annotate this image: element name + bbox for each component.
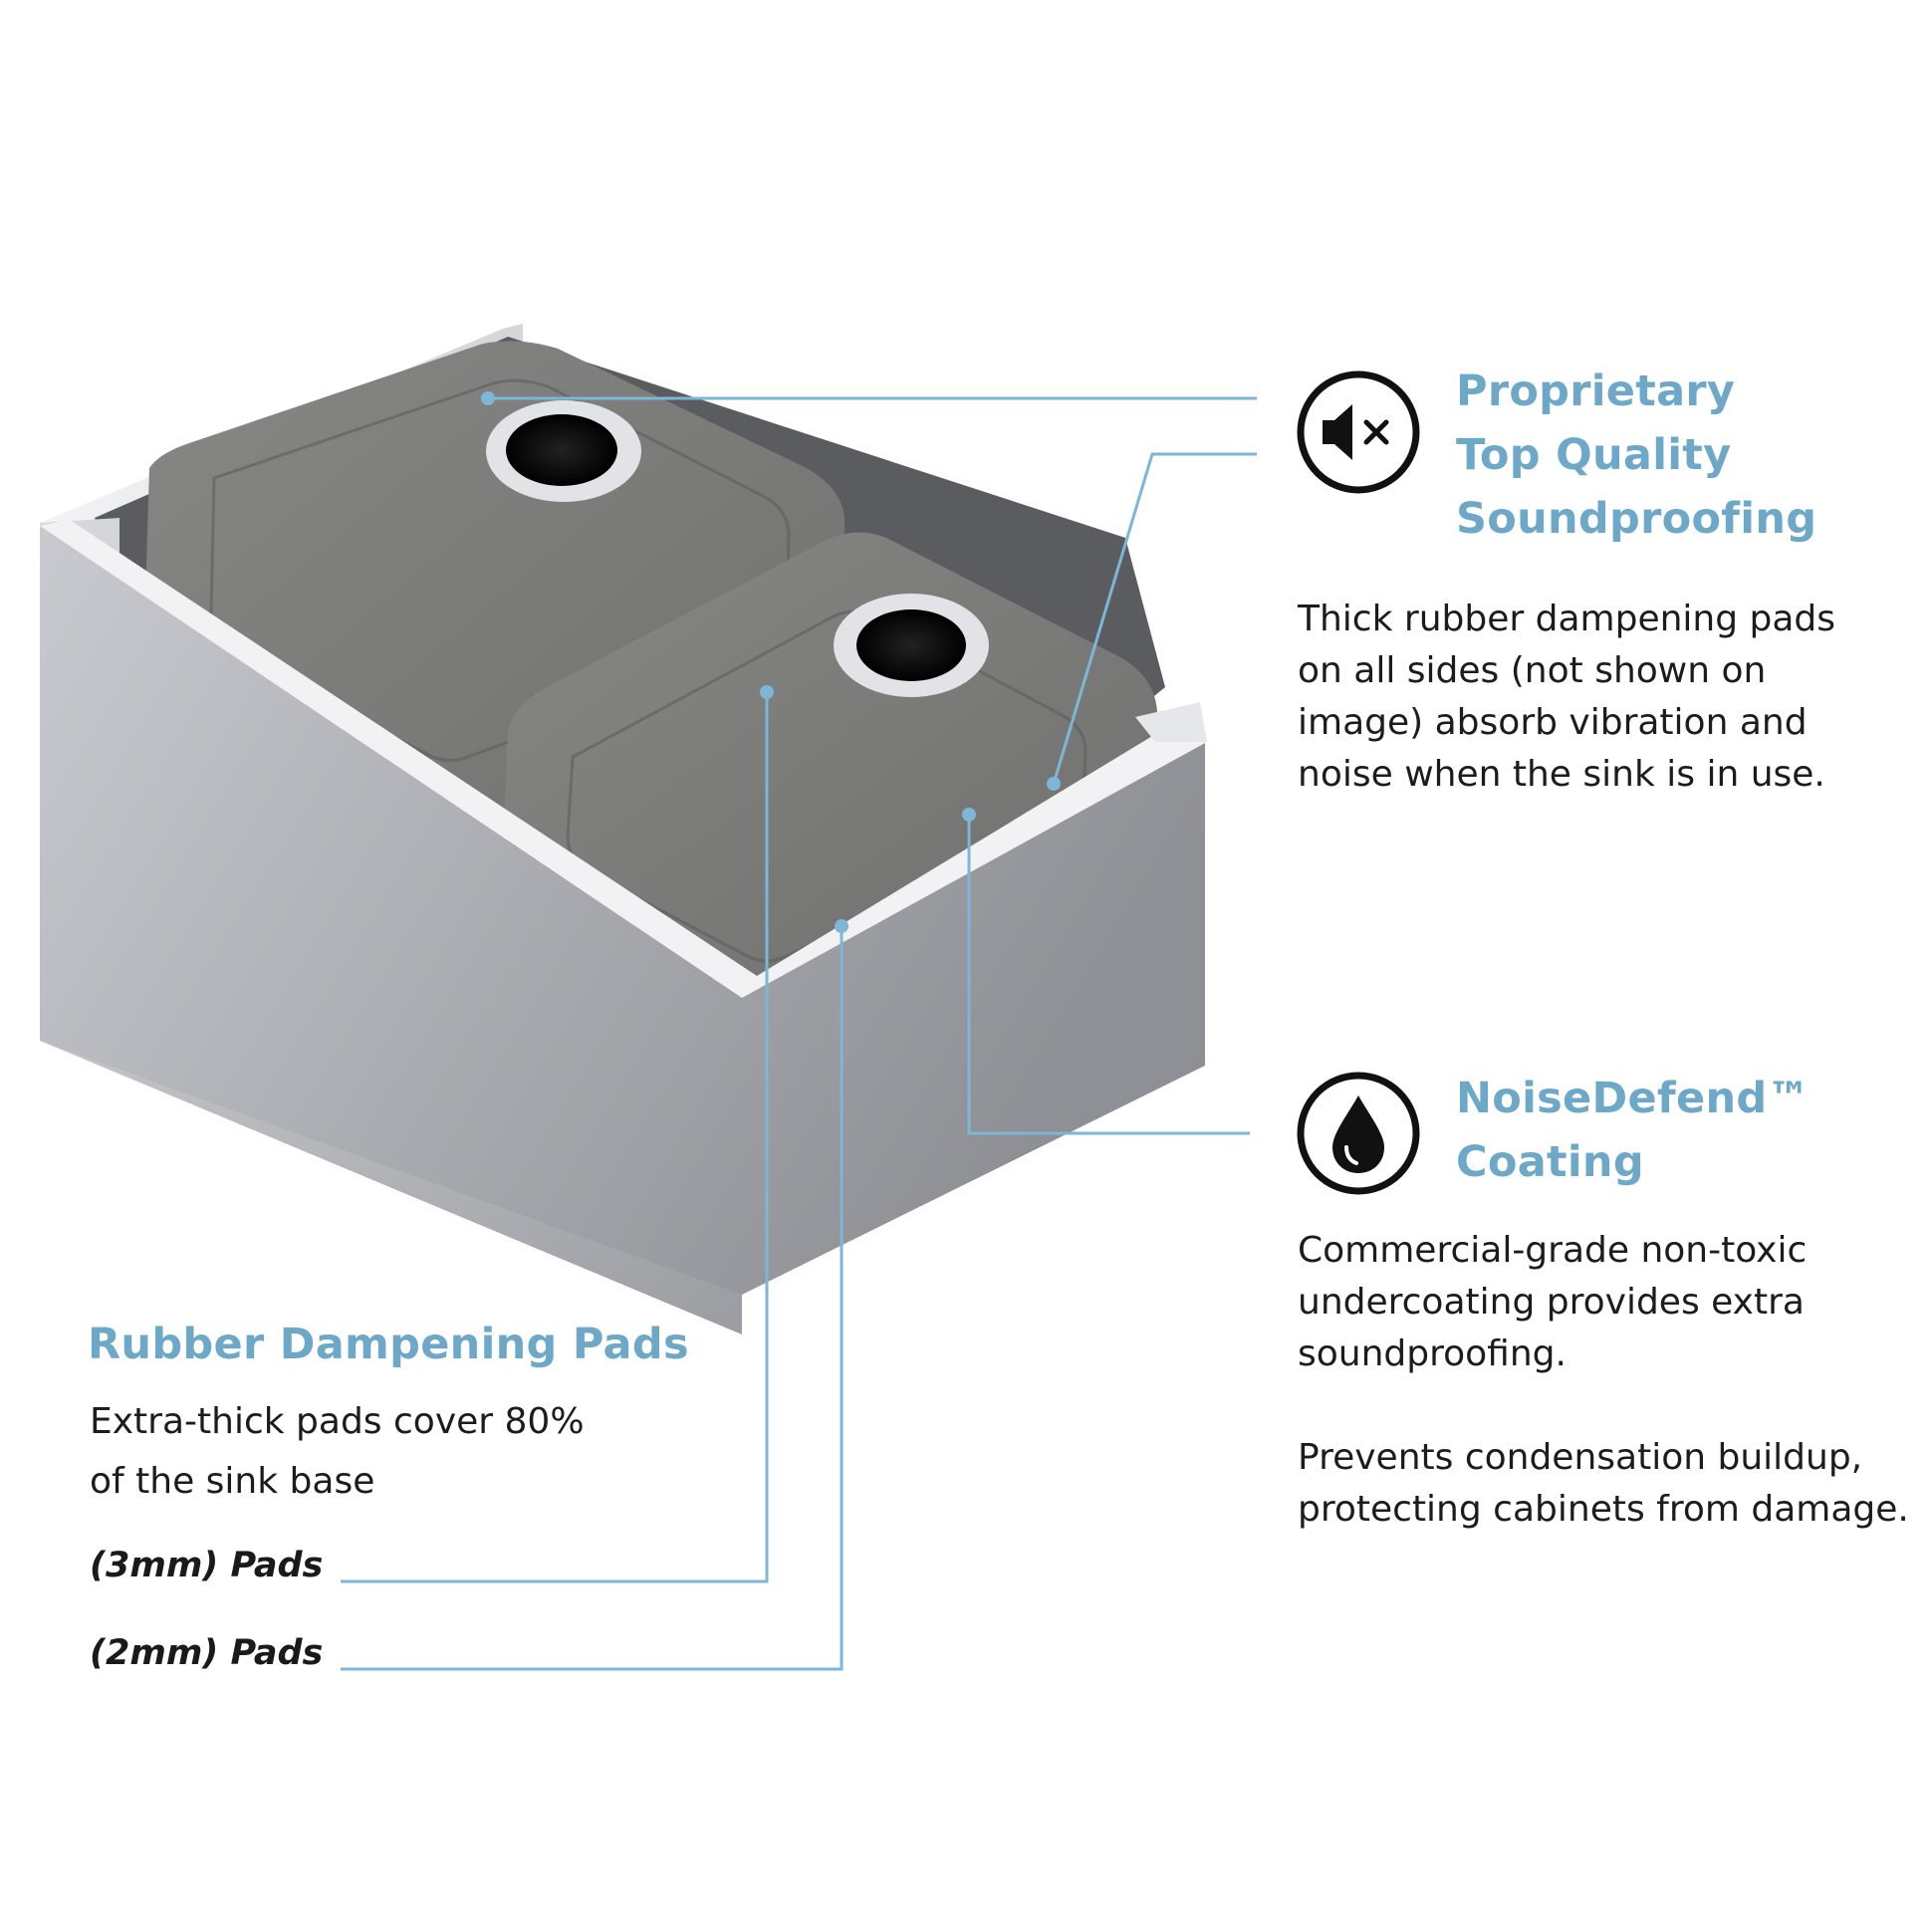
coating-condensation-note: Prevents condensation buildup, protectin… <box>1298 1432 1909 1536</box>
leader-2mm-pads-dot <box>835 919 848 933</box>
leader-coating <box>967 815 1250 1135</box>
coating-note-line: Prevents condensation buildup, <box>1298 1437 1863 1478</box>
soundproofing-desc-line: noise when the sink is in use. <box>1298 754 1825 795</box>
soundproofing-desc-line: on all sides (not shown on <box>1298 650 1767 691</box>
pads-desc-line: of the sink base <box>90 1461 375 1502</box>
mute-speaker-icon <box>1297 370 1420 494</box>
soundproofing-desc-line: Thick rubber dampening pads <box>1298 599 1836 639</box>
water-drop-icon <box>1297 1072 1420 1195</box>
soundproofing-title-line: Soundproofing <box>1456 494 1817 544</box>
callout-leader-lines <box>341 391 1257 1671</box>
leader-3mm-pads <box>341 692 769 1583</box>
coating-description: Commercial-grade non-toxic undercoating … <box>1298 1225 1807 1380</box>
coating-title-line: NoiseDefend™ <box>1456 1074 1811 1123</box>
sink-front-rim <box>40 520 1207 998</box>
leader-2mm-pads <box>341 926 844 1671</box>
leader-side-pad <box>1052 452 1257 785</box>
sink-right-rim <box>1135 702 1207 742</box>
pads-description: Extra-thick pads cover 80% of the sink b… <box>90 1392 585 1512</box>
pads-title: Rubber Dampening Pads <box>88 1320 689 1369</box>
soundproofing-description: Thick rubber dampening pads on all sides… <box>1298 594 1835 801</box>
leader-pad-top-dot <box>481 391 495 405</box>
coating-title-line: Coating <box>1456 1137 1644 1187</box>
coating-title: NoiseDefend™ Coating <box>1456 1067 1811 1194</box>
soundproofing-title: Proprietary Top Quality Soundproofing <box>1456 360 1816 551</box>
soundproofing-title-line: Top Quality <box>1456 430 1732 480</box>
coating-desc-line: soundproofing. <box>1298 1333 1567 1374</box>
sink-front-apron <box>40 526 1205 1295</box>
coating-desc-line: undercoating provides extra <box>1298 1282 1805 1323</box>
pad-label-2mm: (2mm) Pads <box>90 1633 324 1673</box>
leader-side-pad-dot <box>1047 777 1061 791</box>
pad-label-3mm: (3mm) Pads <box>90 1546 324 1585</box>
large-basin-drain-hole <box>506 414 617 486</box>
soundproofing-title-line: Proprietary <box>1456 366 1736 416</box>
soundproofing-desc-line: image) absorb vibration and <box>1298 702 1808 743</box>
leader-coating-dot <box>962 808 976 822</box>
pads-desc-line: Extra-thick pads cover 80% <box>90 1401 585 1442</box>
coating-note-line: protecting cabinets from damage. <box>1298 1489 1909 1530</box>
leader-3mm-pads-dot <box>760 685 774 699</box>
small-basin-drain-hole <box>856 609 966 681</box>
coating-desc-line: Commercial-grade non-toxic <box>1298 1230 1808 1271</box>
